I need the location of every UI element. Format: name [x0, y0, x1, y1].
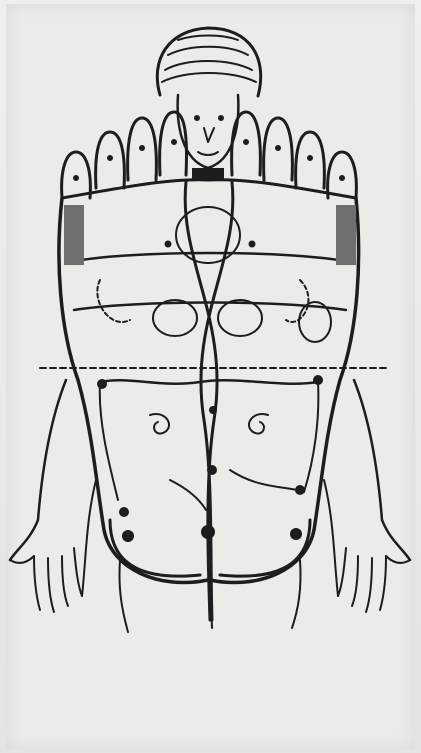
left-kidney [153, 300, 197, 336]
spleen [299, 302, 331, 342]
right-eye [218, 115, 224, 121]
head-icon [157, 28, 260, 180]
shaded-zone-right [336, 205, 356, 265]
spine-lines [185, 182, 233, 620]
right-kidney [218, 300, 262, 336]
left-eye [194, 115, 200, 121]
shaded-zone-left [64, 205, 84, 265]
neck-band [192, 168, 224, 180]
